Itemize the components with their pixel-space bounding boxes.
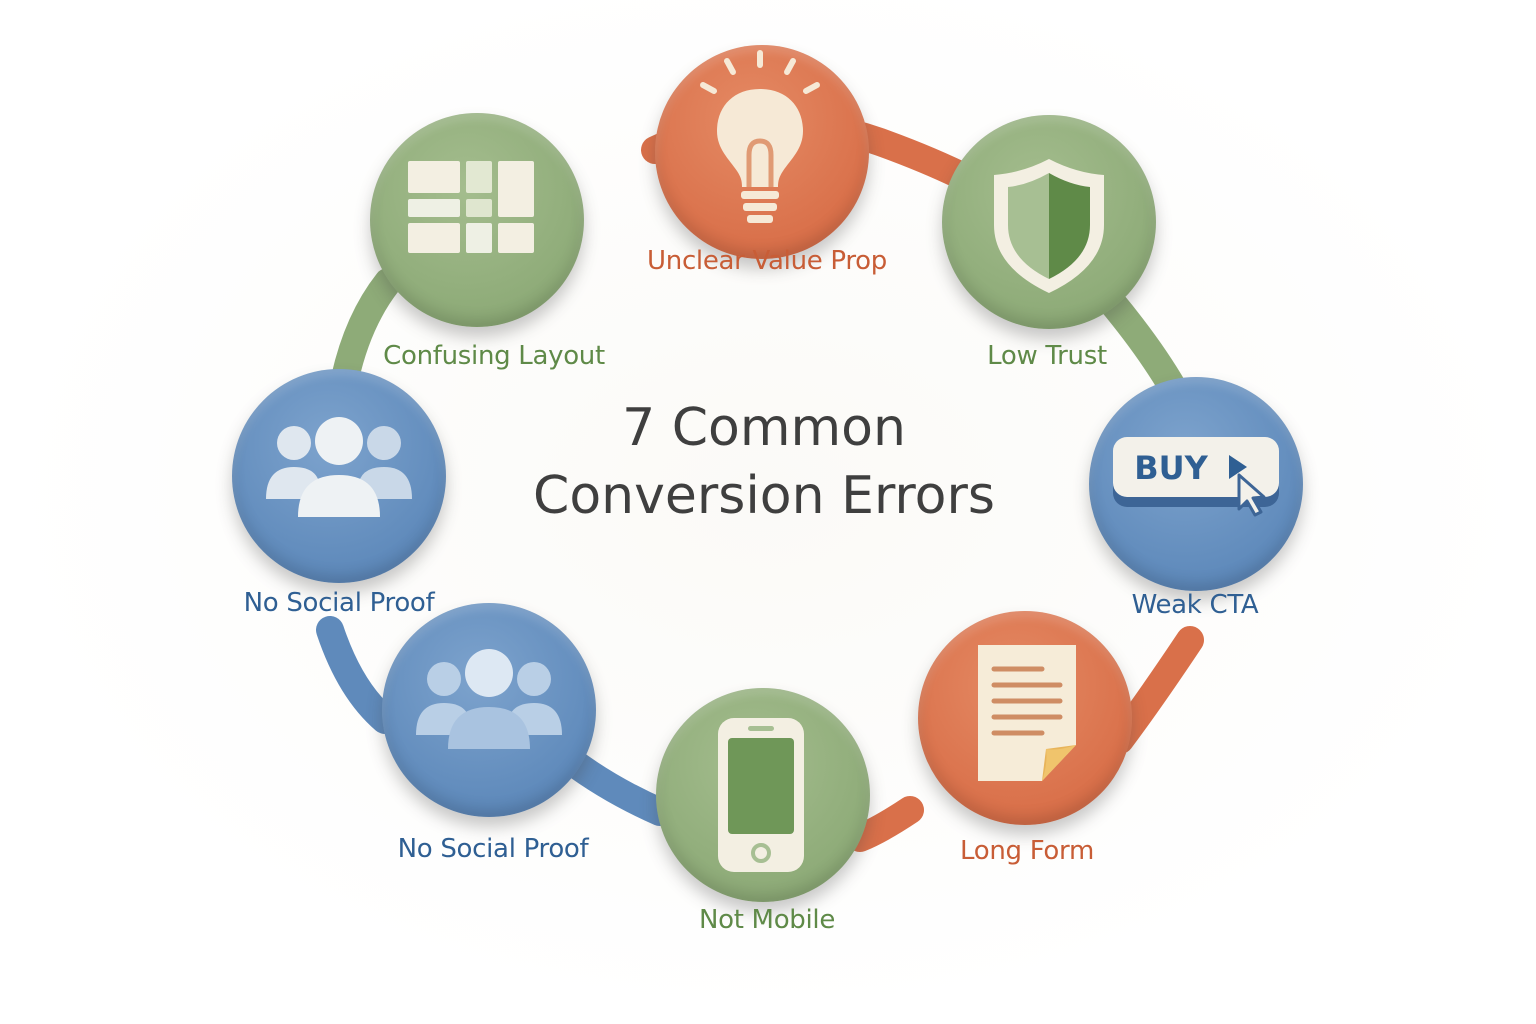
shield-icon (994, 159, 1104, 293)
node-label-no-social-proof-bottom: No Social Proof (397, 834, 589, 864)
node-confusing-layout (370, 113, 584, 327)
node-weak-cta: BUY (1089, 377, 1303, 591)
lightbulb-icon (700, 50, 820, 223)
node-label-unclear-value-prop: Unclear Value Prop (647, 246, 887, 276)
smartphone-icon (718, 718, 804, 872)
node-low-trust (942, 115, 1156, 329)
node-label-no-social-proof-left: No Social Proof (243, 588, 435, 618)
node-label-not-mobile: Not Mobile (698, 905, 836, 935)
node-long-form (918, 611, 1132, 825)
document-icon (978, 645, 1076, 781)
diagram-title-line2: Conversion Errors (533, 466, 995, 526)
node-label-low-trust: Low Trust (987, 341, 1107, 371)
layout-grid-icon (408, 161, 534, 253)
node-not-mobile (656, 688, 870, 902)
node-no-social-proof-bottom (382, 603, 596, 817)
node-label-confusing-layout: Confusing Layout (383, 341, 605, 371)
node-label-weak-cta: Weak CTA (1131, 590, 1259, 620)
node-no-social-proof-left (232, 369, 446, 583)
ring-arc-green-left (331, 268, 402, 392)
buy-button-icon: BUY (1113, 437, 1279, 517)
people-group-icon (416, 649, 562, 749)
ring-arc-orange-bottom (846, 796, 924, 852)
ring-arc-blue-left (316, 616, 399, 734)
diagram-title-line1: 7 Common (622, 398, 906, 458)
node-label-long-form: Long Form (960, 836, 1094, 866)
people-group-icon (266, 417, 412, 517)
node-unclear-value-prop (655, 45, 869, 259)
buy-button-text: BUY (1134, 449, 1208, 487)
